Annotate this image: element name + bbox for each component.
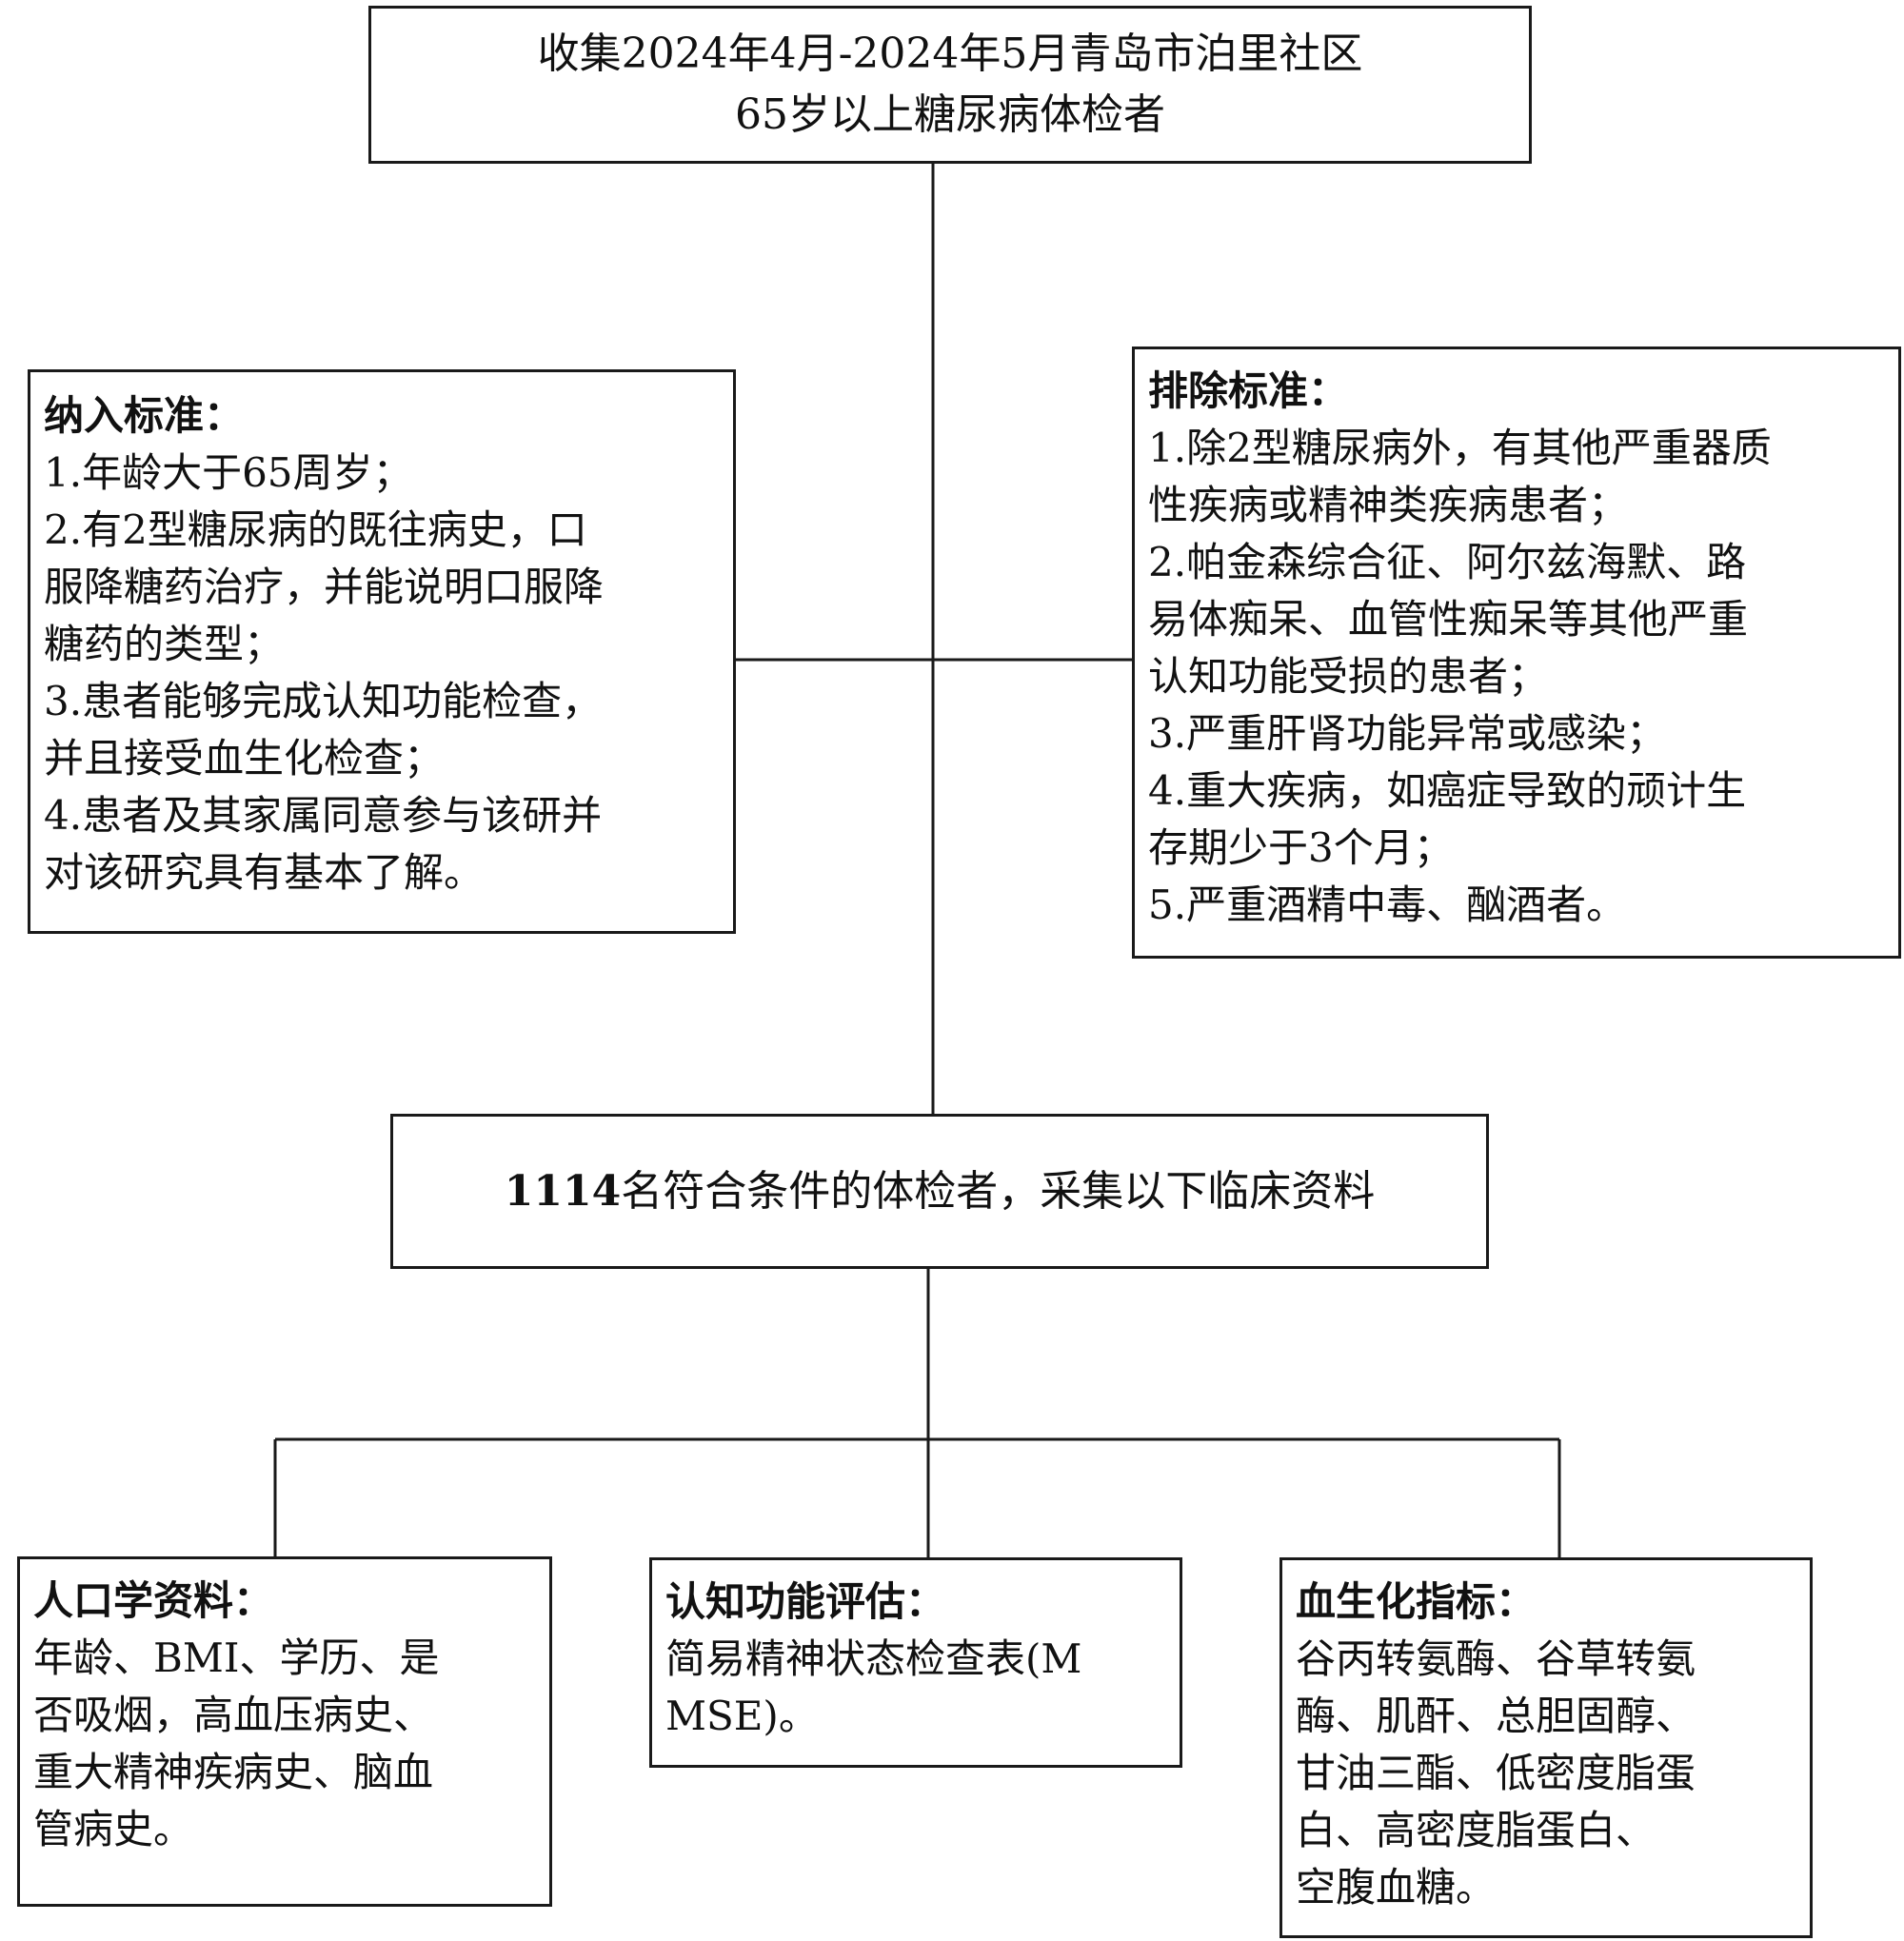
demographics-line: 否吸烟，高血压病史、 — [33, 1692, 434, 1738]
blood-biochemistry-line: 酶、肌酐、总胆固醇、 — [1296, 1693, 1696, 1739]
exclusion-criteria-line: 2.帕金森综合征、阿尔兹海默、路 — [1148, 539, 1747, 585]
demographics-line: 年龄、BMI、学历、是 — [33, 1634, 440, 1681]
inclusion-criteria-line: 2.有2型糖尿病的既往病史，口 — [44, 506, 587, 553]
source-population-box: 收集2024年4月-2024年5月青岛市泊里社区 65岁以上糖尿病体检者 — [368, 6, 1532, 164]
inclusion-criteria-line: 并且接受血生化检查； — [44, 735, 445, 782]
eligible-description: 名符合条件的体检者，采集以下临床资料 — [621, 1166, 1376, 1216]
inclusion-criteria-line: 对该研究具有基本了解。 — [44, 849, 485, 896]
source-population-line2: 65岁以上糖尿病体检者 — [735, 90, 1165, 139]
exclusion-criteria-line: 4.重大疾病，如癌症导致的顽计生 — [1148, 767, 1747, 814]
demographics-line: 管病史。 — [33, 1806, 194, 1852]
inclusion-criteria-line: 服降糖药治疗，并能说明口服降 — [44, 564, 605, 610]
exclusion-criteria-line: 认知功能受损的患者； — [1148, 653, 1549, 700]
blood-biochemistry-box: 血生化指标： 谷丙转氨酶、谷草转氨 酶、肌酐、总胆固醇、 甘油三酯、低密度脂蛋 … — [1279, 1557, 1813, 1938]
demographics-line: 重大精神疾病史、脑血 — [33, 1749, 434, 1795]
inclusion-criteria-line: 4.患者及其家属同意参与该研并 — [44, 792, 603, 839]
inclusion-criteria-title: 纳入标准： — [44, 392, 245, 439]
blood-biochemistry-line: 谷丙转氨酶、谷草转氨 — [1296, 1635, 1696, 1682]
exclusion-criteria-line: 易体痴呆、血管性痴呆等其他严重 — [1148, 596, 1749, 643]
inclusion-criteria-line: 3.患者能够完成认知功能检查， — [44, 678, 603, 724]
exclusion-criteria-line: 5.严重酒精中毒、酗酒者。 — [1148, 881, 1627, 928]
eligible-participants-box: 1114名符合条件的体检者，采集以下临床资料 — [390, 1114, 1489, 1269]
cognitive-assessment-line: 简易精神状态检查表(M — [665, 1635, 1082, 1682]
exclusion-criteria-box: 排除标准： 1.除2型糖尿病外，有其他严重器质 性疾病或精神类疾病患者； 2.帕… — [1132, 347, 1901, 959]
blood-biochemistry-title: 血生化指标： — [1296, 1578, 1537, 1625]
cognitive-assessment-line: MSE)。 — [665, 1693, 819, 1739]
demographics-box: 人口学资料： 年龄、BMI、学历、是 否吸烟，高血压病史、 重大精神疾病史、脑血… — [17, 1556, 552, 1907]
eligible-participants-text: 1114名符合条件的体检者，采集以下临床资料 — [505, 1161, 1375, 1222]
inclusion-criteria-line: 糖药的类型； — [44, 621, 285, 667]
inclusion-criteria-line: 1.年龄大于65周岁； — [44, 449, 413, 496]
source-population-line1: 收集2024年4月-2024年5月青岛市泊里社区 — [537, 30, 1363, 78]
inclusion-criteria-box: 纳入标准： 1.年龄大于65周岁； 2.有2型糖尿病的既往病史，口 服降糖药治疗… — [28, 369, 736, 934]
blood-biochemistry-line: 白、高密度脂蛋白、 — [1296, 1807, 1656, 1853]
demographics-title: 人口学资料： — [33, 1577, 274, 1624]
eligible-count: 1114 — [504, 1166, 622, 1216]
exclusion-criteria-line: 3.严重肝肾功能异常或感染； — [1148, 710, 1667, 757]
exclusion-criteria-title: 排除标准： — [1148, 367, 1349, 414]
exclusion-criteria-line: 性疾病或精神类疾病患者； — [1148, 482, 1629, 528]
blood-biochemistry-line: 空腹血糖。 — [1296, 1864, 1497, 1911]
exclusion-criteria-line: 1.除2型糖尿病外，有其他严重器质 — [1148, 425, 1772, 471]
exclusion-criteria-line: 存期少于3个月； — [1148, 824, 1454, 871]
blood-biochemistry-line: 甘油三酯、低密度脂蛋 — [1296, 1750, 1696, 1796]
cognitive-assessment-box: 认知功能评估： 简易精神状态检查表(M MSE)。 — [649, 1557, 1182, 1768]
cognitive-assessment-title: 认知功能评估： — [665, 1578, 946, 1625]
